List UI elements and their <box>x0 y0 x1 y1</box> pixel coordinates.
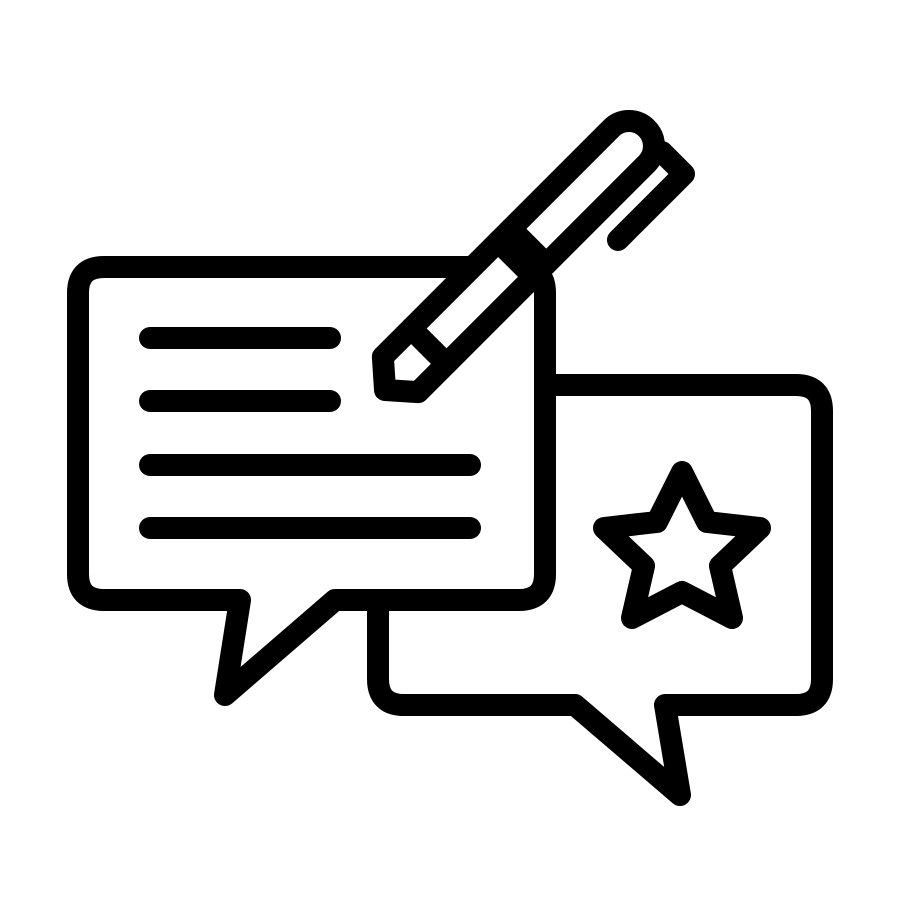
pen-clip-icon <box>607 141 695 251</box>
pen-icon <box>371 110 665 404</box>
text-lines-icon <box>139 327 481 539</box>
star-icon <box>593 461 771 629</box>
